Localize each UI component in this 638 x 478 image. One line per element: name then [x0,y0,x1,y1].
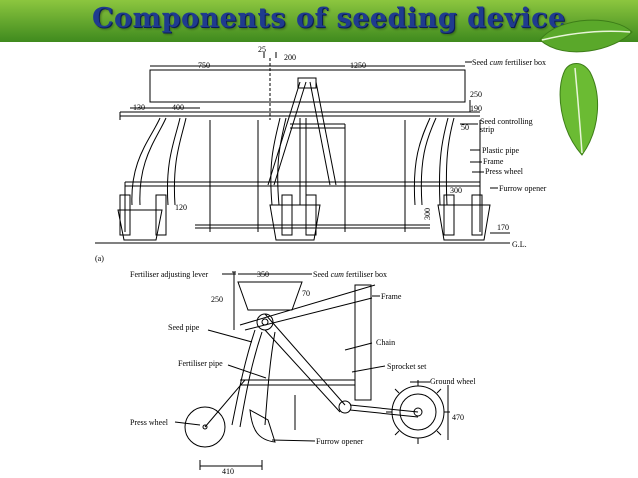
label-fertiliser-pipe: Fertiliser pipe [178,359,223,368]
dim-170: 170 [497,223,509,232]
label-press-wheel-b: Press wheel [130,418,169,427]
label-ground-wheel: Ground wheel [430,377,476,386]
dim-750: 750 [198,61,210,70]
slide-title: Components of seeding device [92,3,566,34]
dim-120: 120 [175,203,187,212]
label-seed-box-b: Seed cum fertiliser box [313,270,387,279]
label-frame-a: Frame [483,157,504,166]
label-seed-controlling-strip-1: Seed controlling [480,117,533,126]
label-chain: Chain [376,338,395,347]
dim-300-vertical: 300 [423,208,432,220]
dim-250-a: 250 [470,90,482,99]
dim-250-b: 250 [211,295,223,304]
label-frame-b: Frame [381,292,402,301]
title-banner [0,0,638,42]
dim-1250: 1250 [350,61,366,70]
label-seed-pipe: Seed pipe [168,323,200,332]
label-furrow-opener-a: Furrow opener [499,184,547,193]
label-furrow-opener-b: Furrow opener [316,437,364,446]
dim-400: 400 [172,103,184,112]
label-seed-controlling-strip-2: strip [480,125,494,134]
dim-470: 470 [452,413,464,422]
dim-200: 200 [284,53,296,62]
label-press-wheel-a: Press wheel [485,167,524,176]
dim-50: 50 [461,123,469,132]
dim-350: 350 [257,270,269,279]
label-sprocket-set: Sprocket set [387,362,427,371]
dim-190: 190 [470,104,482,113]
label-plastic-pipe: Plastic pipe [482,146,520,155]
dim-410: 410 [222,467,234,476]
label-seed-box-a: Seed cum fertiliser box [472,58,546,67]
dim-130: 130 [133,103,145,112]
label-ground-level: G.L. [512,240,527,249]
figure-a-tag: (a) [95,254,104,263]
green-leaf-icon [539,19,633,156]
dim-300: 300 [450,186,462,195]
dim-25: 25 [258,45,266,54]
label-fertiliser-adjusting-lever: Fertiliser adjusting lever [130,270,209,279]
dim-70: 70 [302,289,310,298]
